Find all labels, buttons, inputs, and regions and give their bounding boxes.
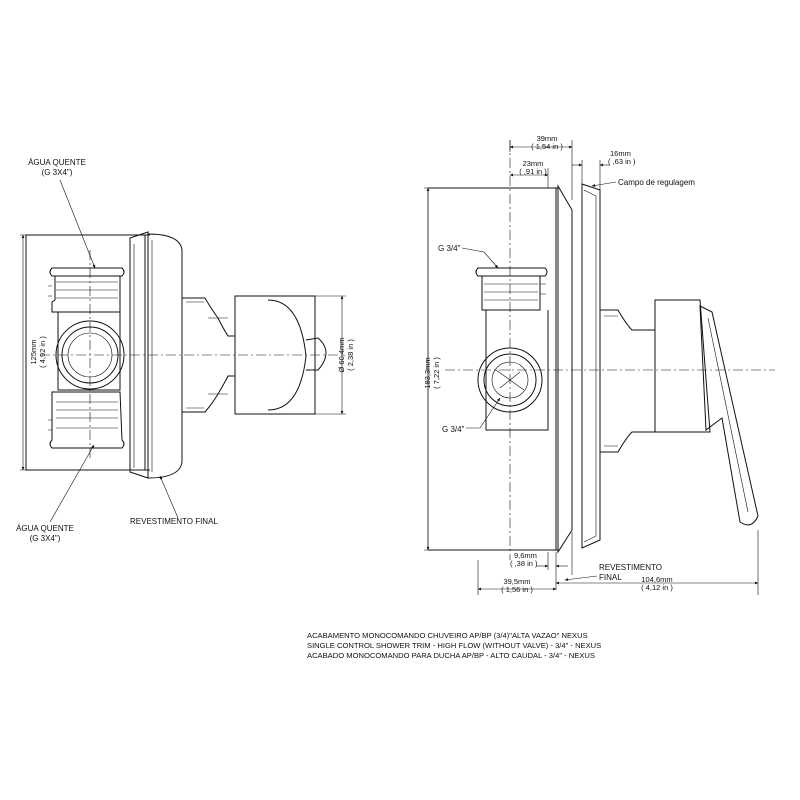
left-label-thread-bottom: (G 3X4") (30, 534, 61, 543)
caption-portuguese: ACABAMENTO MONOCOMANDO CHUVEIRO AP/BP (3… (307, 631, 588, 640)
left-height-in: ( 4,92 in ) (38, 336, 47, 368)
right-lever (699, 305, 759, 526)
right-view: 39mm ( 1,54 in ) 23mm ( ,91 in ) 16mm ( … (423, 134, 775, 595)
left-diameter-in: ( 2,38 in ) (346, 339, 355, 371)
left-height-mm: 125mm (29, 339, 38, 364)
left-view: 125mm ( 4,92 in ) Ø 60,4mm ( 2,38 in ) Á… (16, 158, 355, 543)
right-height-mm: 183,3mm (423, 357, 432, 388)
left-label-finish: REVESTIMENTO FINAL (130, 517, 218, 526)
left-diameter-mm: Ø 60,4mm (337, 337, 346, 372)
right-bottom-dimensions: 9,6mm ( ,38 in ) REVESTIMENTO FINAL 39,5… (477, 530, 759, 595)
caption-english: SINGLE CONTROL SHOWER TRIM - HIGH FLOW (… (307, 641, 602, 650)
right-dim-23: 23mm (523, 159, 544, 168)
right-label-finish-2: FINAL (599, 573, 622, 582)
left-escutcheon (129, 231, 183, 479)
right-valve-body (475, 267, 549, 431)
left-label-thread-top: (G 3X4") (42, 168, 73, 177)
right-dim-9-6: 9,6mm (514, 551, 537, 560)
right-dim-104-6-in: ( 4,12 in ) (641, 583, 673, 592)
right-stem (600, 299, 711, 453)
right-dim-16: 16mm (610, 149, 631, 158)
left-label-hot-water-top: ÁGUA QUENTE (28, 158, 86, 167)
right-dim-39-5-in: ( 1,56 in ) (501, 585, 533, 594)
right-top-dimensions: 39mm ( 1,54 in ) 23mm ( ,91 in ) 16mm ( … (509, 134, 695, 200)
right-dim-104-6: 104,6mm (641, 575, 672, 584)
right-height-in: ( 7,22 in ) (432, 357, 441, 389)
right-label-thread-top: G 3/4" (438, 244, 461, 253)
left-leader-top (59, 179, 96, 269)
right-label-finish-1: REVESTIMENTO (599, 563, 662, 572)
right-label-adjust-range: Campo de regulagem (618, 178, 695, 187)
left-height-dimension: 125mm ( 4,92 in ) (20, 234, 47, 471)
right-escutcheon (548, 183, 601, 554)
left-label-hot-water-bottom: ÁGUA QUENTE (16, 524, 74, 533)
drawing-caption: ACABAMENTO MONOCOMANDO CHUVEIRO AP/BP (3… (307, 631, 687, 661)
left-wall-box (25, 234, 150, 471)
right-leader-thread-top (461, 247, 499, 269)
right-dim-9-6-in: ( ,38 in ) (510, 559, 538, 568)
right-dim-23-in: ( ,91 in ) (519, 167, 547, 176)
left-leader-bottom (49, 444, 95, 523)
right-dim-16-in: ( ,63 in ) (608, 157, 636, 166)
right-height-dimension: 183,3mm ( 7,22 in ) (423, 187, 441, 551)
right-leader-thread-bottom (466, 397, 501, 429)
left-leader-finish (159, 475, 179, 519)
right-dim-39: 39mm (537, 134, 558, 143)
left-valve-body (48, 267, 125, 449)
right-dim-39-5: 39,5mm (503, 577, 530, 586)
right-dim-39-in: ( 1,54 in ) (531, 142, 563, 151)
left-diameter-dimension: Ø 60,4mm ( 2,38 in ) (315, 295, 355, 415)
right-label-thread-bottom: G 3/4" (442, 425, 465, 434)
right-wall-box (427, 187, 558, 551)
caption-spanish: ACABADO MONOCOMANDO PARA DUCHA AP/BP - A… (307, 651, 595, 660)
